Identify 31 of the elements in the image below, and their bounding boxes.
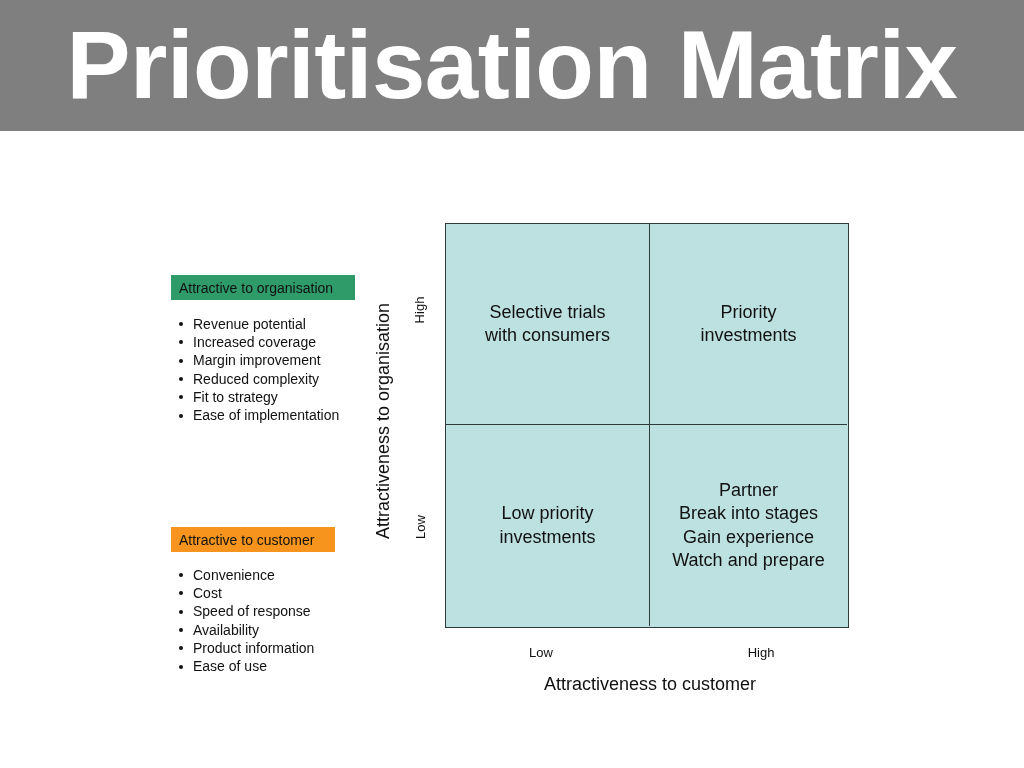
quadrant-text: Low priority investments (498, 502, 597, 549)
bullet-item: Margin improvement (193, 352, 321, 370)
axis-title: Attractiveness to organisation (374, 302, 394, 540)
bullet-item: Fit to strategy (193, 388, 278, 406)
bullet-item: Reduced complexity (193, 370, 320, 388)
bullet-item: Cost (193, 584, 222, 602)
matrix-quadrant (446, 224, 650, 425)
page-title: Prioritisation Matrix (66, 15, 958, 116)
category-heading-box (171, 275, 355, 300)
category-heading-box (171, 527, 335, 552)
axis-tick-label: Low (529, 645, 553, 661)
category-heading: Attractive to customer (179, 531, 315, 548)
axis-tick-label: Low (413, 515, 429, 539)
bullet-item: Ease of use (193, 658, 267, 676)
bullet-item: Speed of response (193, 603, 311, 621)
axis-title: Attractiveness to customer (543, 675, 757, 695)
quadrant-text: Partner (719, 478, 778, 502)
category-heading: Attractive to organisation (179, 279, 334, 296)
bullet-item: Availability (193, 621, 259, 639)
axis-tick-label: High (747, 645, 775, 661)
quadrant-text: Priority investments (699, 300, 798, 347)
bullet-item: Convenience (193, 566, 275, 584)
quadrant-text: Selective trials with consumers (483, 300, 611, 347)
bullet-item: Revenue potential (193, 315, 306, 333)
bullet-item: Ease of implementation (193, 407, 340, 425)
bullet-item: Product information (193, 639, 315, 657)
quadrant-text: Gain experience (682, 525, 815, 549)
axis-tick-label: High (412, 296, 428, 324)
quadrant-text: Break into stages (678, 502, 819, 525)
quadrant-text: Watch and prepare (672, 549, 825, 572)
bullet-item: Increased coverage (193, 333, 316, 351)
